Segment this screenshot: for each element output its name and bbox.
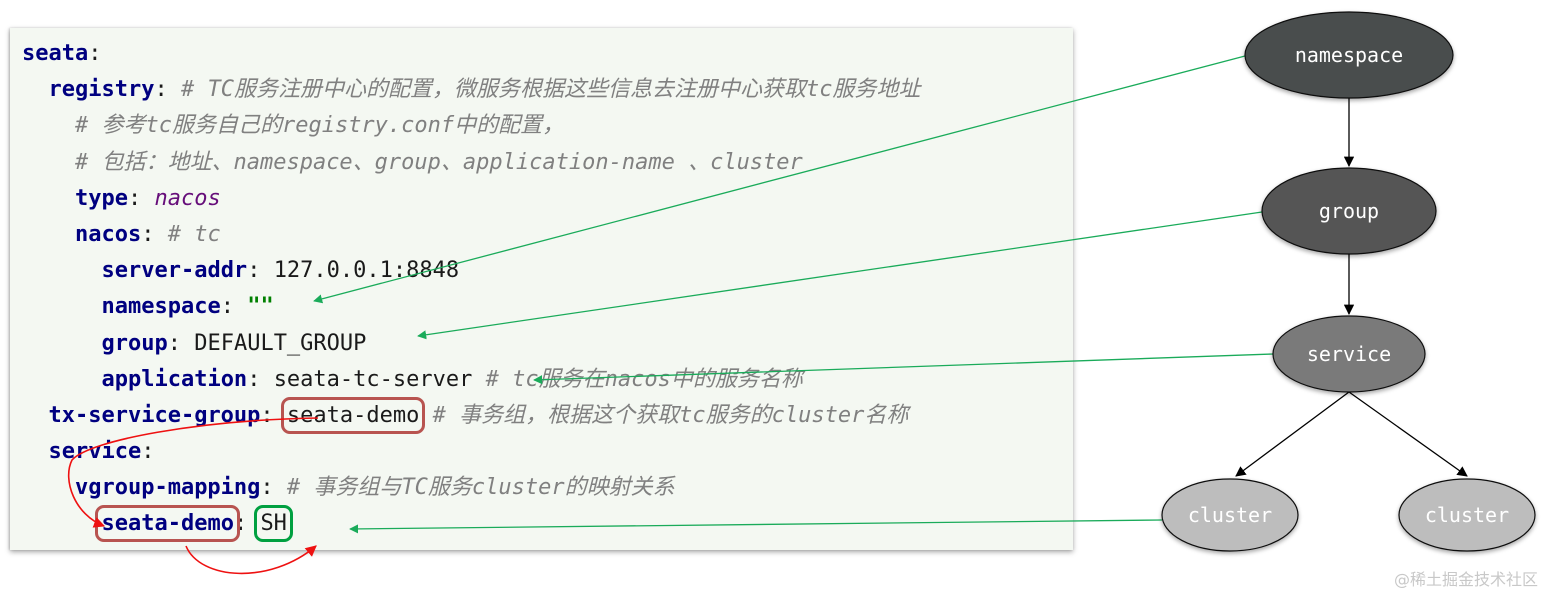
node-namespace bbox=[1244, 11, 1454, 99]
code-line: seata-demo: SH bbox=[22, 505, 920, 543]
mapping-arrows bbox=[67, 417, 319, 575]
code-line: type: nacos bbox=[22, 181, 920, 217]
arrow-vgroup-to-cluster bbox=[185, 545, 317, 575]
edge-service-cluster-2 bbox=[1348, 391, 1468, 477]
yaml-key: application bbox=[101, 366, 248, 392]
node-label-cluster-1: cluster bbox=[1187, 503, 1273, 527]
code-line: registry: # TC服务注册中心的配置，微服务根据这些信息去注册中心获取… bbox=[22, 72, 921, 108]
tree-nodes bbox=[1161, 11, 1536, 552]
yaml-key: vgroup-mapping bbox=[74, 475, 261, 501]
yaml-comment: # 事务组与TC服务cluster的映射关系 bbox=[273, 475, 675, 501]
yaml-value: seata-tc-server bbox=[273, 366, 473, 392]
code-line: group: DEFAULT_GROUP bbox=[22, 326, 920, 362]
node-label-group: group bbox=[1318, 199, 1380, 223]
colon: : bbox=[127, 185, 155, 211]
colon: : bbox=[154, 77, 168, 103]
yaml-comment: # tc bbox=[154, 221, 221, 247]
node-cluster-2 bbox=[1398, 478, 1536, 552]
colon: : bbox=[141, 221, 155, 247]
watermark: @稀土掘金技术社区 bbox=[1393, 570, 1538, 589]
colon: : bbox=[260, 475, 274, 501]
code-panel bbox=[10, 28, 1073, 550]
yaml-value: seata-demo bbox=[280, 396, 426, 434]
colon: : bbox=[167, 330, 195, 356]
yaml-key: nacos bbox=[74, 221, 142, 247]
code-line: tx-service-group: seata-demo # 事务组，根据这个获… bbox=[22, 396, 920, 434]
yaml-key: group bbox=[101, 330, 168, 356]
code-line: # 参考tc服务自己的registry.conf中的配置， bbox=[22, 108, 920, 144]
yaml-comment: # 参考tc服务自己的registry.conf中的配置， bbox=[74, 113, 565, 139]
yaml-code-block: seata: registry: # TC服务注册中心的配置，微服务根据这些信息… bbox=[22, 36, 920, 543]
yaml-comment: # TC服务注册中心的配置，微服务根据这些信息去注册中心获取tc服务地址 bbox=[167, 77, 921, 103]
colon: : bbox=[233, 511, 261, 537]
link-namespace bbox=[313, 55, 1246, 304]
colon: : bbox=[247, 258, 274, 284]
arrow-tx-group-to-vgroup bbox=[67, 417, 319, 528]
node-label-service: service bbox=[1306, 342, 1392, 366]
yaml-value: nacos bbox=[154, 185, 221, 211]
node-service bbox=[1272, 315, 1426, 393]
node-cluster-1 bbox=[1161, 478, 1299, 552]
yaml-key: seata bbox=[22, 41, 89, 66]
yaml-value: "" bbox=[247, 294, 274, 320]
edge-service-cluster-1 bbox=[1235, 391, 1350, 477]
colon: : bbox=[220, 294, 248, 320]
code-line: # 包括：地址、namespace、group、application-name… bbox=[22, 145, 920, 181]
yaml-value: SH bbox=[254, 505, 293, 543]
code-line: vgroup-mapping: # 事务组与TC服务cluster的映射关系 bbox=[22, 470, 920, 506]
colon: : bbox=[141, 439, 155, 465]
node-group bbox=[1261, 167, 1437, 255]
yaml-comment: # 包括：地址、namespace、group、application-name… bbox=[74, 149, 803, 175]
colon: : bbox=[88, 41, 102, 66]
yaml-key: seata-demo bbox=[95, 505, 240, 543]
code-line: seata: bbox=[22, 36, 920, 72]
node-label-cluster-2: cluster bbox=[1424, 503, 1510, 527]
yaml-comment: # 事务组，根据这个获取tc服务的cluster名称 bbox=[419, 402, 909, 428]
colon: : bbox=[247, 366, 274, 392]
code-line: namespace: "" bbox=[22, 289, 920, 325]
link-group bbox=[417, 211, 1263, 340]
colon: : bbox=[260, 402, 287, 428]
code-line: service: bbox=[22, 434, 920, 470]
node-to-code-links bbox=[313, 55, 1274, 534]
link-service bbox=[533, 353, 1274, 385]
yaml-key: registry bbox=[48, 77, 155, 103]
yaml-value: DEFAULT_GROUP bbox=[194, 330, 367, 356]
yaml-key: server-addr bbox=[101, 258, 248, 284]
link-cluster bbox=[349, 519, 1163, 534]
tree-edges bbox=[1235, 98, 1468, 477]
yaml-key: type bbox=[74, 185, 128, 211]
node-label-namespace: namespace bbox=[1294, 43, 1404, 67]
yaml-key: namespace bbox=[101, 294, 221, 320]
yaml-key: service bbox=[48, 439, 142, 465]
code-line: nacos: # tc bbox=[22, 217, 920, 253]
